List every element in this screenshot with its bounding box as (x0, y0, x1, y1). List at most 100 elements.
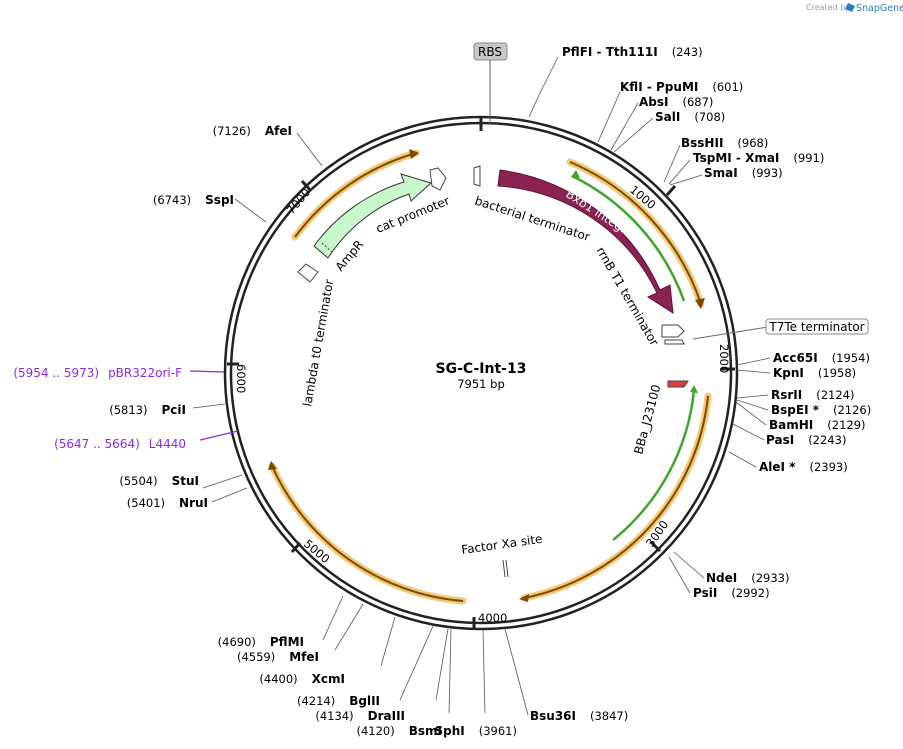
enzyme-name: BsmI (409, 724, 442, 738)
brand-prefix: Created by (806, 3, 850, 12)
enzyme-name: PasI (766, 433, 794, 447)
enzyme-position: (3847) (590, 709, 628, 723)
enzyme-name: NdeI (706, 571, 737, 585)
enzyme-position: (243) (672, 45, 703, 59)
enzyme-name: BspEI * (771, 403, 820, 417)
enzyme-position: (4214) (297, 694, 335, 708)
enzyme-name: KflI (620, 80, 643, 94)
enzyme-pflmi[interactable]: (4690)PflMI (218, 635, 304, 649)
enzyme-nrui[interactable]: (5401)NruI (127, 496, 208, 510)
tick-marks (227, 117, 735, 630)
orf-arrow-head (695, 298, 705, 309)
bba-j23100-promoter-icon (667, 380, 689, 388)
enzyme-rsrii[interactable]: RsrII(2124) (771, 388, 854, 402)
orf-arc-right (519, 385, 712, 602)
enzyme-position: (2393) (809, 460, 847, 474)
enzyme-name: AleI * (759, 460, 796, 474)
enzyme-name: SalI (655, 110, 680, 124)
enzyme-pasi[interactable]: PasI (2243) (766, 433, 846, 447)
enzyme-position: (5504) (119, 474, 157, 488)
enzyme-name: PsiI (693, 586, 717, 600)
enzyme-tspmi[interactable]: TspMI - XmaI(991) (693, 151, 824, 165)
enzyme-bsshii[interactable]: BssHII(968) (681, 136, 768, 150)
enzyme-acc65i[interactable]: Acc65I(1954) (773, 351, 870, 365)
enzyme-position: (991) (793, 151, 824, 165)
factor-xa-site-icon (502, 559, 509, 578)
factor-xa-label: Factor Xa site (460, 532, 543, 557)
enzyme-position: (4559) (237, 650, 275, 664)
enzyme-position: (968) (737, 136, 768, 150)
enzyme-position: (3961) (479, 724, 517, 738)
enzyme-stui[interactable]: (5504) StuI (119, 474, 199, 488)
enzyme-bsu36i[interactable]: Bsu36I (3847) (530, 709, 628, 723)
enzyme-bsmi[interactable]: (4120)BsmI (356, 724, 442, 738)
enzyme-smai[interactable]: SmaI (993) (704, 166, 783, 180)
primer-pbr322ori-f[interactable]: (5954 .. 5973) pBR322ori-F (13, 366, 182, 380)
enzyme-kpni[interactable]: KpnI (1958) (773, 366, 856, 380)
snapgene-logo-icon (845, 3, 855, 12)
t7te-terminator-feature[interactable]: T7Te terminator (692, 318, 869, 340)
enzyme-mfei[interactable]: (4559)MfeI (237, 650, 319, 664)
enzyme-alei[interactable]: AleI * (2393) (759, 460, 848, 474)
enzyme-name: XcmI (312, 672, 345, 686)
orf-arc-top-right (566, 158, 705, 309)
primer-labels: (5954 .. 5973) pBR322ori-F (5647 .. 5664)… (13, 366, 186, 451)
enzyme-position: (1958) (818, 366, 856, 380)
rbs-label: RBS (478, 45, 502, 59)
enzyme-name: Acc65I (773, 351, 818, 365)
rbs-feature[interactable]: RBS (473, 42, 508, 125)
brand-name: SnapGene (856, 3, 903, 14)
tick-label-2000: 2000 (717, 344, 731, 373)
enzyme-name: KpnI (773, 366, 804, 380)
enzyme-bamhi[interactable]: BamHI(2129) (769, 418, 866, 432)
enzyme-pcii[interactable]: (5813)PciI (109, 403, 186, 417)
primer-l4440[interactable]: (5647 .. 5664) L4440 (54, 437, 186, 451)
enzyme-psii[interactable]: PsiI(2992) (693, 586, 770, 600)
enzyme-bspei[interactable]: BspEI * (2126) (771, 403, 871, 417)
orf-arrow-head (409, 149, 419, 159)
primer-range: (5647 .. 5664) (54, 437, 140, 451)
primer-range: (5954 .. 5973) (13, 366, 99, 380)
lambda-t0-terminator-icon (297, 263, 319, 283)
enzyme-name: SmaI (704, 166, 738, 180)
primer-name: L4440 (149, 437, 186, 451)
cat-promoter-arrow-icon (429, 167, 447, 191)
tick-label-6000: 6000 (234, 364, 248, 393)
ampr-feature[interactable]: AmpR (313, 173, 432, 274)
enzyme-position: (2124) (816, 388, 854, 402)
enzyme-afei[interactable]: (7126) AfeI (213, 124, 292, 138)
enzyme-kfli[interactable]: KflI - PpuMI(601) (620, 80, 743, 94)
enzyme-ndei[interactable]: NdeI(2933) (706, 571, 790, 585)
bba-j23100-label: BBa_J23100 (631, 383, 663, 456)
enzyme-name: AfeI (265, 124, 292, 138)
enzyme-position: (2126) (833, 403, 871, 417)
enzyme-name: StuI (172, 474, 199, 488)
enzyme-name-2: XmaI (745, 151, 779, 165)
primer-name: pBR322ori-F (108, 366, 182, 380)
enzyme-pflfi[interactable]: PflFI - Tth111I(243) (562, 45, 703, 59)
plasmid-name: SG-C-Int-13 (436, 361, 527, 377)
t7te-label: T7Te terminator (768, 320, 864, 334)
enzyme-name: PflFI (562, 45, 592, 59)
enzyme-name: PflMI (270, 635, 304, 649)
orf-arc-top-left (291, 149, 420, 241)
enzyme-name-2: PpuMI (656, 80, 698, 94)
enzyme-position: (7126) (213, 124, 251, 138)
enzyme-absi[interactable]: AbsI(687) (639, 95, 713, 109)
enzyme-bglii[interactable]: (4214)BglII (297, 694, 380, 708)
enzyme-name: NruI (179, 496, 208, 510)
enzyme-sphi[interactable]: SphI(3961) (435, 724, 518, 738)
enzyme-position: (601) (712, 80, 743, 94)
enzyme-name: PciI (162, 403, 187, 417)
enzyme-name: DraIII (368, 709, 405, 723)
enzyme-sali[interactable]: SalI(708) (655, 110, 725, 124)
enzyme-xcmi[interactable]: (4400)XcmI (259, 672, 345, 686)
enzyme-name: TspMI (693, 151, 732, 165)
enzyme-name: Bsu36I (530, 709, 576, 723)
enzyme-position: (993) (752, 166, 783, 180)
enzyme-position: (2243) (808, 433, 846, 447)
enzyme-sspi[interactable]: (6743)SspI (153, 193, 234, 207)
enzyme-labels-right: PflFI - Tth111I(243) KflI - PpuMI(601) A… (530, 45, 871, 723)
enzyme-labels-left: SphI(3961) (4120)BsmI (4134)DraIII (4214… (109, 124, 517, 738)
enzyme-draiii[interactable]: (4134)DraIII (315, 709, 405, 723)
